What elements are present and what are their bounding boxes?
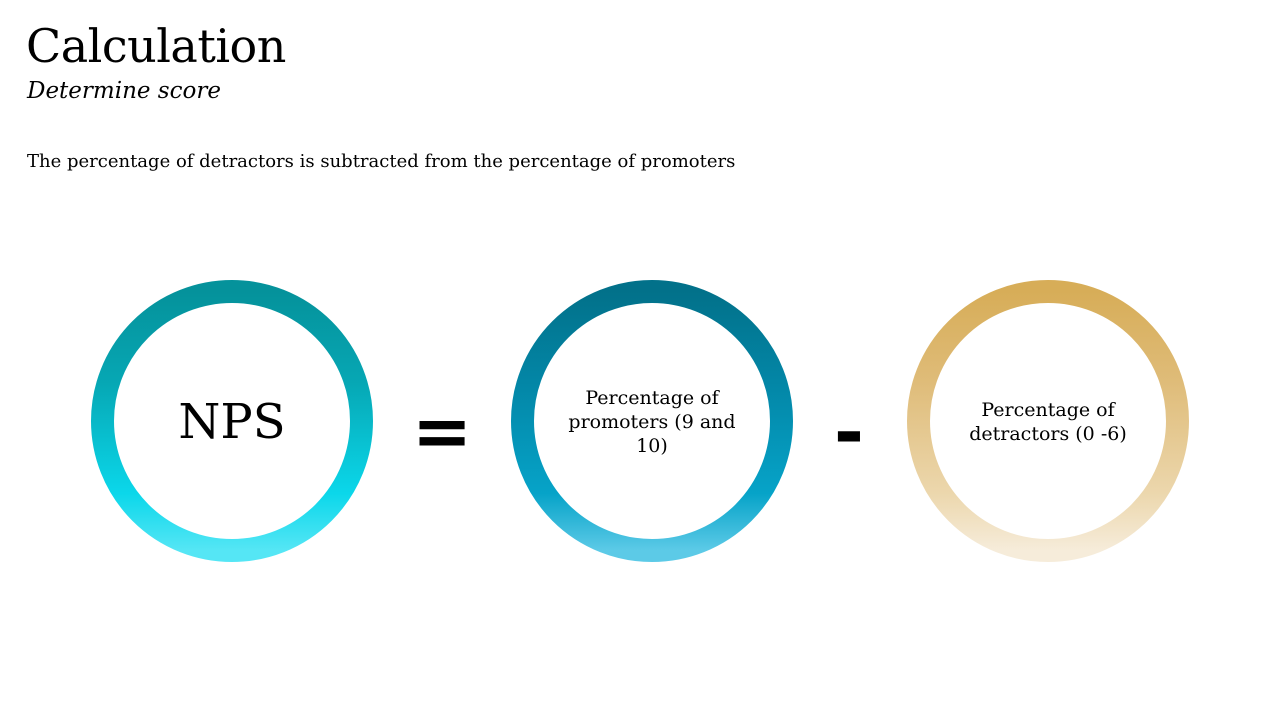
promoters-ring — [511, 280, 793, 562]
slide-title: Calculation — [26, 19, 286, 73]
nps-label: NPS — [178, 394, 286, 450]
slide-subtitle: Determine score — [27, 78, 221, 104]
minus-operator: - — [834, 390, 864, 474]
description-text: The percentage of detractors is subtract… — [27, 151, 736, 172]
equals-operator: = — [411, 389, 473, 473]
detractors-ring — [907, 280, 1189, 562]
promoters-label: Percentage of promoters (9 and 10) — [568, 387, 736, 457]
detractors-label: Percentage of detractors (0 -6) — [969, 399, 1127, 445]
nps-ring — [91, 280, 373, 562]
